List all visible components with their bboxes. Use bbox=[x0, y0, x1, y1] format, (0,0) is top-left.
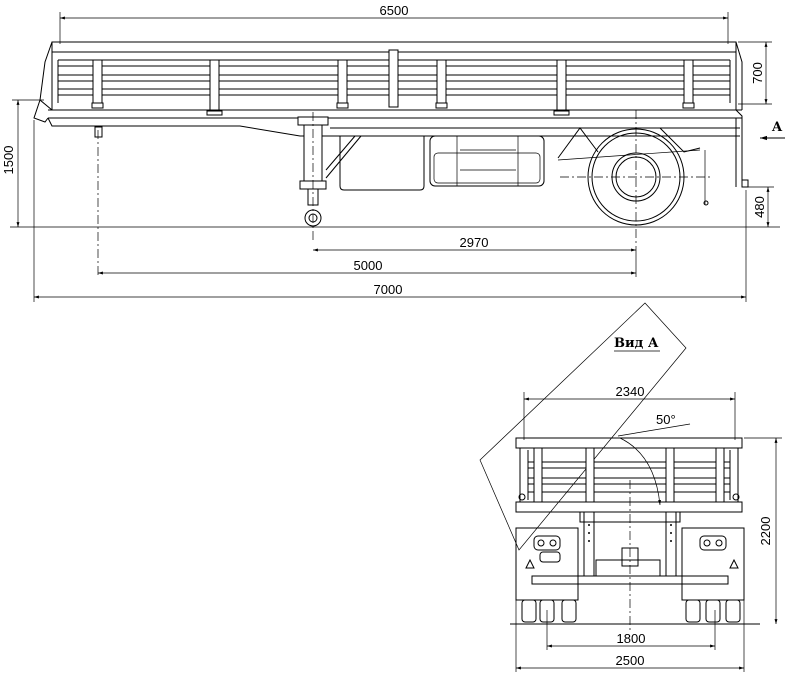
dim-label-2500: 2500 bbox=[616, 653, 645, 668]
dimension-7000: 7000 bbox=[33, 120, 747, 302]
dimension-700: 700 bbox=[738, 41, 772, 105]
dim-label-480: 480 bbox=[752, 196, 767, 218]
dimension-2970: 2970 bbox=[313, 235, 636, 252]
dim-label-5000: 5000 bbox=[354, 258, 383, 273]
cargo-body-side bbox=[39, 41, 743, 119]
view-a-marker: A bbox=[760, 120, 785, 141]
dimension-5000: 5000 bbox=[98, 250, 637, 277]
dim-label-7000: 7000 bbox=[374, 282, 403, 297]
dimension-480: 480 bbox=[748, 186, 774, 227]
rear-view: Вид А 2340 50° bbox=[479, 302, 782, 672]
view-marker-label: A bbox=[771, 120, 783, 135]
side-view: 6500 700 1500 480 2970 50 bbox=[1, 3, 785, 302]
dimension-1500: 1500 bbox=[1, 99, 44, 227]
dimension-6500: 6500 bbox=[59, 3, 729, 44]
dim-label-2200: 2200 bbox=[758, 517, 773, 546]
chassis-side bbox=[33, 99, 749, 277]
view-title: Вид А bbox=[614, 336, 659, 351]
dim-label-700: 700 bbox=[750, 62, 765, 84]
dim-label-1500: 1500 bbox=[1, 146, 16, 175]
dim-label-1800: 1800 bbox=[617, 631, 646, 646]
dim-label-2970: 2970 bbox=[460, 235, 489, 250]
dim-label-2340: 2340 bbox=[616, 384, 645, 399]
dim-label-6500: 6500 bbox=[380, 3, 409, 18]
dim-label-angle: 50° bbox=[656, 412, 676, 427]
